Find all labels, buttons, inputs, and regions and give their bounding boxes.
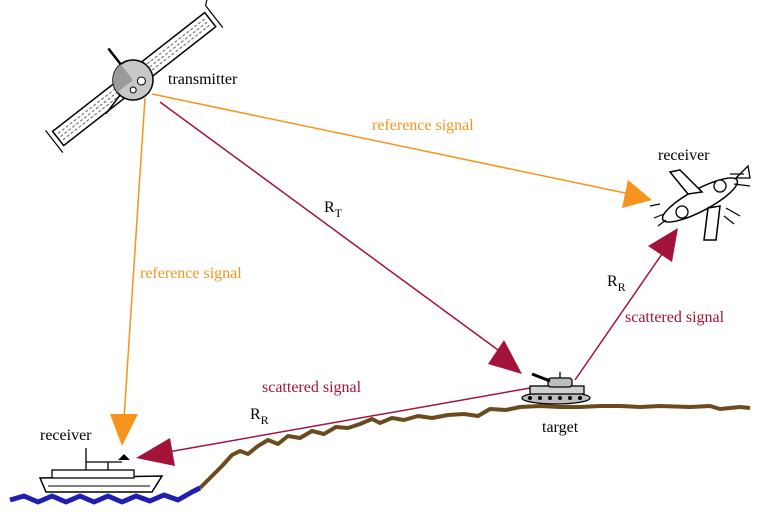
reference-arrowhead-ship (110, 414, 138, 446)
rt-arrowhead (488, 340, 522, 374)
rt-path-line (159, 101, 499, 351)
reference-signal-line-air (151, 93, 631, 195)
rr-ship-label-main: R (250, 406, 261, 423)
airplane-icon (649, 164, 751, 241)
rr-air-label-sub: R (618, 280, 626, 294)
scattered-arrowhead-ship (136, 438, 175, 466)
scattered-arrowhead-air (648, 228, 678, 262)
ground-terrain (198, 404, 751, 490)
rr-ship-label-sub: R (261, 413, 269, 427)
water-surface (9, 485, 202, 505)
transmitter-label: transmitter (168, 71, 238, 88)
rr-air-label-main: R (607, 273, 618, 290)
scattered-signal-label-air: scattered signal (625, 309, 725, 326)
rt-label-main: R (324, 199, 335, 216)
rt-label: RT (324, 199, 343, 220)
rr-label-ship: RR (250, 406, 269, 427)
rt-label-sub: T (335, 206, 343, 220)
reference-signal-line-ship (123, 97, 146, 419)
rr-label-air: RR (607, 273, 626, 294)
satellite-icon (45, 0, 224, 153)
receiver-label-ship: receiver (40, 427, 92, 444)
scattered-path-ship (167, 387, 531, 453)
scattered-path-air (574, 253, 663, 381)
reference-signal-label-ship: reference signal (140, 265, 242, 282)
target-label: target (542, 419, 579, 436)
receiver-label-air: receiver (658, 147, 710, 164)
tank-icon (521, 372, 591, 405)
scattered-signal-label-ship: scattered signal (262, 379, 362, 396)
reference-arrowhead-air (622, 180, 652, 208)
reference-signal-label-air: reference signal (372, 117, 474, 134)
ship-icon (38, 448, 164, 493)
